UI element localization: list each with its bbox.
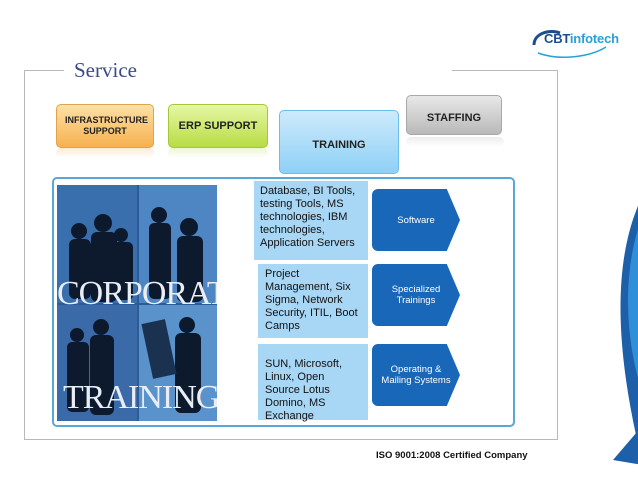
category-operating-mailing-systems[interactable]: Operating & Mailing Systems — [372, 344, 460, 406]
category-label: Specialized Trainings — [391, 284, 441, 306]
row-description-text: Project Management, Six Sigma, Network S… — [265, 268, 358, 332]
tab-reflection — [406, 137, 504, 147]
row-description: Project Management, Six Sigma, Network S… — [258, 264, 368, 338]
iso-text: ISO 9001:2008 Certified Company — [376, 450, 528, 461]
tab-label: STAFFING — [426, 112, 482, 124]
frame-line — [24, 70, 25, 440]
logo-swoosh-icon — [532, 30, 607, 58]
logo-text-a: CBT — [544, 31, 570, 46]
category-label: Operating & Mailing Systems — [381, 364, 451, 386]
photo-word-training: TRAINING — [63, 379, 217, 416]
row-description: SUN, Microsoft, Linux, Open Source Lotus… — [258, 344, 368, 422]
iso-certification-text: ISO 9001:2008 Certified Company — [376, 450, 528, 461]
tab-label: INFRASTRUCTURE SUPPORT — [65, 115, 148, 136]
frame-line — [557, 70, 558, 440]
tab-reflection — [56, 148, 154, 158]
tab-training[interactable]: TRAINING — [279, 110, 399, 174]
row-description-text: Database, BI Tools, testing Tools, MS te… — [260, 185, 356, 249]
frame-line — [452, 70, 558, 71]
tab-staffing[interactable]: STAFFING — [406, 95, 502, 135]
frame-line — [24, 439, 558, 440]
tab-label: ERP SUPPORT — [178, 120, 258, 132]
globe-decoration-icon — [613, 205, 638, 465]
logo-text-b: infotech — [569, 31, 619, 46]
tab-erp-support[interactable]: ERP SUPPORT — [168, 104, 268, 148]
tab-reflection — [168, 148, 268, 158]
row-description-text: SUN, Microsoft, Linux, Open Source Lotus… — [265, 358, 343, 422]
company-logo: CBTinfotech — [530, 25, 619, 59]
frame-line — [24, 70, 64, 71]
silhouettes-image — [57, 185, 217, 421]
category-specialized-trainings[interactable]: Specialized Trainings — [372, 264, 460, 326]
logo-text: CBTinfotech — [544, 31, 619, 46]
category-label: Software — [397, 214, 435, 226]
tab-label: TRAINING — [312, 139, 366, 151]
corporate-training-photo: CORPORATE TRAINING — [57, 185, 217, 421]
tab-infrastructure-support[interactable]: INFRASTRUCTURE SUPPORT — [56, 104, 154, 148]
category-software[interactable]: Software — [372, 189, 460, 251]
page-title: Service — [74, 58, 137, 82]
row-description: Database, BI Tools, testing Tools, MS te… — [254, 181, 368, 260]
photo-word-corporate: CORPORATE — [57, 275, 217, 312]
